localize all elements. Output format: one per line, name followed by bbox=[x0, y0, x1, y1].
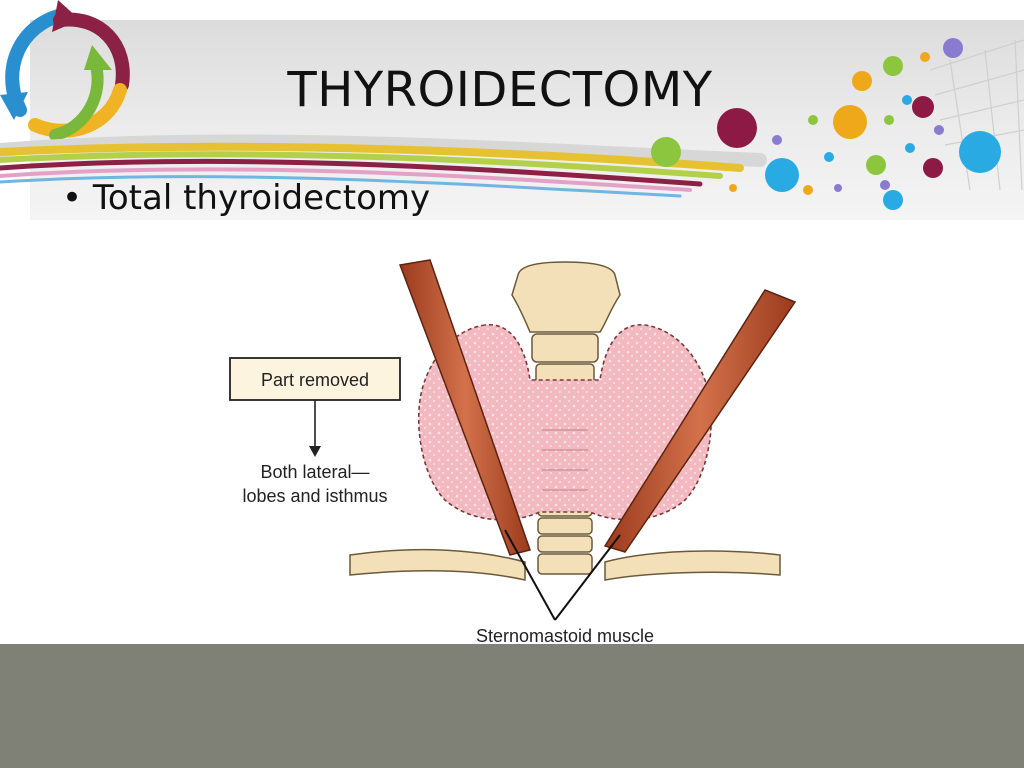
grid-pattern bbox=[929, 39, 1024, 191]
slide-title: THYROIDECTOMY bbox=[287, 62, 713, 118]
sternomastoid-muscle-label: Sternomastoid muscle bbox=[476, 626, 654, 645]
left-clavicle bbox=[349, 548, 526, 581]
part-removed-box bbox=[229, 357, 401, 401]
muscle-pointer-lines bbox=[504, 529, 621, 621]
removed-text-line1: Both lateral— bbox=[260, 462, 369, 482]
isthmus-rings bbox=[542, 429, 588, 491]
left-sternomastoid-muscle bbox=[398, 259, 531, 556]
part-removed-label: Part removed bbox=[261, 370, 369, 390]
arrowhead bbox=[309, 446, 321, 457]
confetti-dots bbox=[651, 38, 1001, 210]
footer-band bbox=[0, 644, 1024, 768]
right-clavicle bbox=[604, 550, 781, 581]
right-sternomastoid-muscle bbox=[603, 289, 797, 553]
removed-text-line2: lobes and isthmus bbox=[242, 486, 387, 506]
header-decoration bbox=[0, 0, 1024, 210]
bullet-point: • Total thyroidectomy bbox=[62, 178, 431, 218]
thyroidectomy-diagram: Part removed Both lateral— lobes and ist… bbox=[229, 259, 797, 645]
recycle-arrows-logo bbox=[0, 0, 130, 141]
